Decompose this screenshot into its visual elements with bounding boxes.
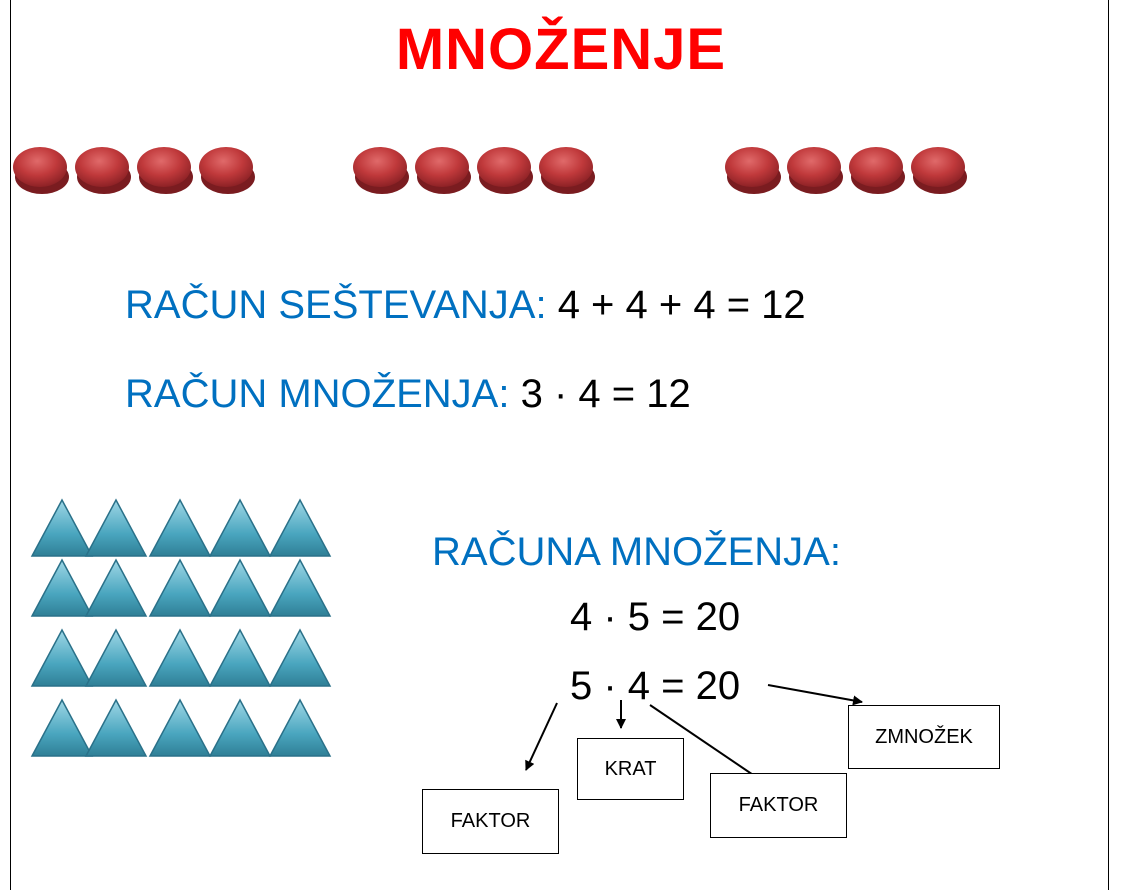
triangle [148, 698, 212, 757]
right-border [1108, 0, 1109, 890]
product-box: ZMNOŽEK [848, 705, 1000, 769]
bead [911, 147, 965, 187]
left-border [10, 0, 11, 890]
triangle [84, 558, 148, 617]
bead [787, 147, 841, 187]
arrow-to-factor-right [649, 704, 769, 786]
triangle [208, 628, 272, 687]
factor-left-box: FAKTOR [422, 789, 559, 854]
triangle [84, 498, 148, 557]
bead [725, 147, 779, 187]
bead [137, 147, 191, 187]
bead [477, 147, 531, 187]
annotation-arrows [525, 684, 863, 786]
triangle [84, 628, 148, 687]
triangle [208, 558, 272, 617]
bead [353, 147, 407, 187]
triangle [30, 558, 94, 617]
bead [75, 147, 129, 187]
multiplication-line: RAČUN MNOŽENJA: 3 · 4 = 12 [125, 372, 691, 417]
equation-2: 5 · 4 = 20 [570, 664, 741, 708]
triangle [268, 698, 332, 757]
triangle [148, 628, 212, 687]
triangle [84, 698, 148, 757]
bead [415, 147, 469, 187]
equation-1: 4 · 5 = 20 [570, 595, 741, 639]
bead [199, 147, 253, 187]
triangle [30, 698, 94, 757]
section-heading: RAČUNA MNOŽENJA: [432, 530, 841, 574]
bead [539, 147, 593, 187]
times-box: KRAT [577, 738, 684, 800]
addition-line: RAČUN SEŠTEVANJA: 4 + 4 + 4 = 12 [125, 283, 806, 328]
bead [849, 147, 903, 187]
page-title: MNOŽENJE [395, 17, 727, 82]
triangle [268, 498, 332, 557]
triangle [148, 558, 212, 617]
triangle [208, 498, 272, 557]
bead [13, 147, 67, 187]
triangle [148, 498, 212, 557]
multiplication-label: RAČUN MNOŽENJA: [125, 372, 510, 416]
addition-expression: 4 + 4 + 4 = 12 [557, 283, 806, 327]
factor-right-box: FAKTOR [710, 773, 847, 838]
bead-groups [13, 147, 967, 194]
addition-label: RAČUN SEŠTEVANJA: [125, 283, 547, 327]
triangle [268, 628, 332, 687]
triangle-grid [30, 498, 332, 757]
triangle [268, 558, 332, 617]
multiplication-expression: 3 · 4 = 12 [520, 372, 691, 416]
triangle [30, 628, 94, 687]
arrow-to-product [767, 684, 863, 706]
arrow-to-factor-left [525, 702, 558, 771]
triangle [208, 698, 272, 757]
triangle [30, 498, 94, 557]
